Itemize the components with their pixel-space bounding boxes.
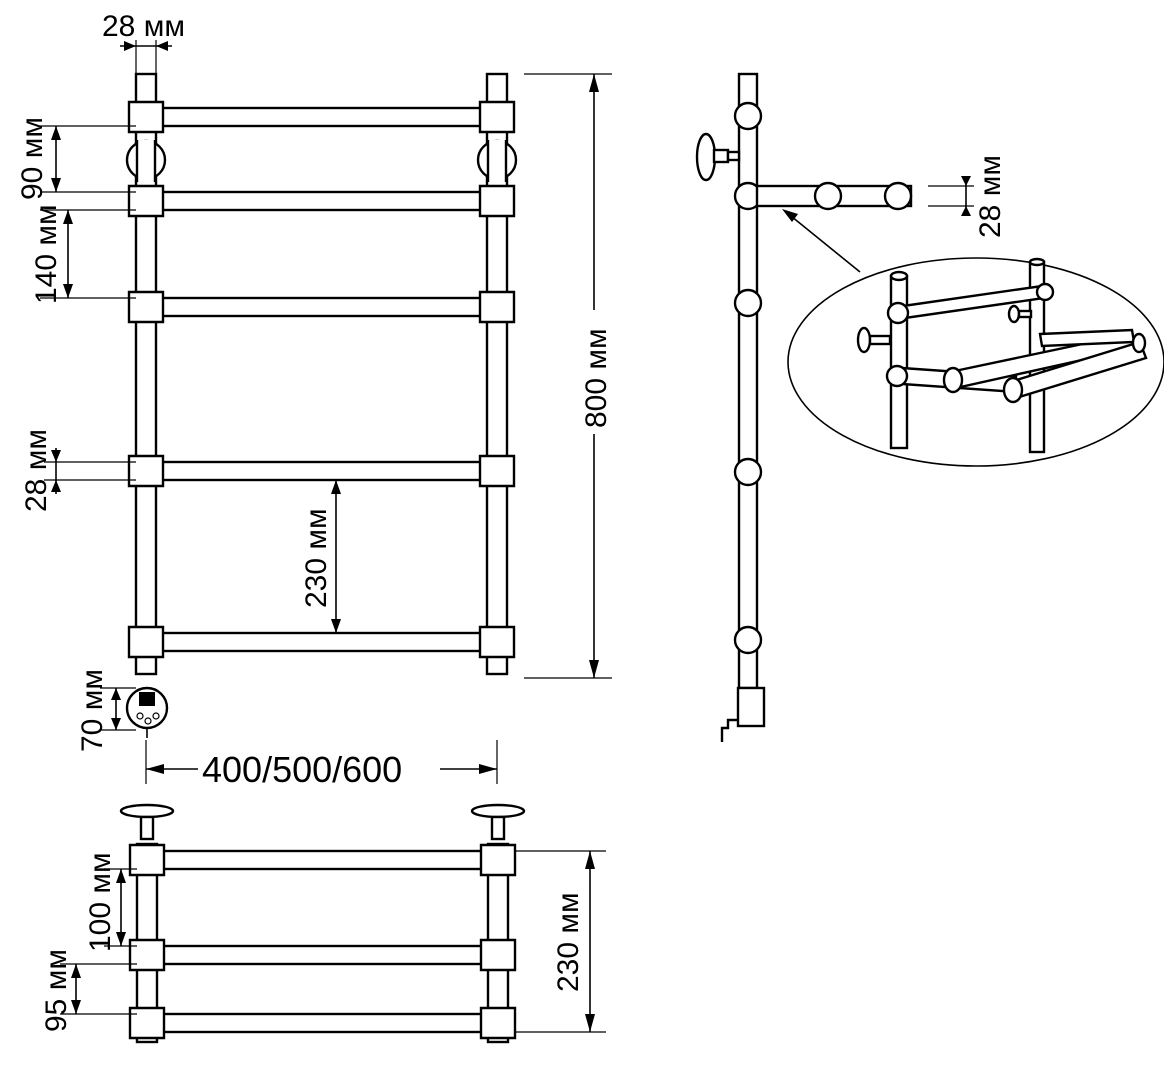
dim-shelf-100: 100 мм [84,852,117,952]
dim-side-pipe-28: 28 мм [974,155,1007,238]
side-wall-mount [695,132,741,182]
left-vertical-pipe [134,72,158,676]
rail-5 [154,631,489,653]
dim-gap-140: 140 мм [30,204,63,304]
dim-width-options: 400/500/600 [202,749,402,790]
right-joints [478,100,516,659]
rail-1 [154,106,489,128]
side-vertical-pipe [737,72,759,690]
dim-height-800: 800 мм [580,328,613,428]
perspective-detail [787,257,1164,467]
front-view: 28 мм 90 мм 140 мм 28 мм 230 мм [16,10,613,790]
dim-shelf-depth-230: 230 мм [552,892,585,992]
dim-gap-90: 90 мм [16,117,49,200]
dim-pipe-width-side: 28 мм [20,429,53,512]
dim-shelf-95: 95 мм [40,949,73,1032]
side-heater [720,686,766,742]
top-view: 100 мм 95 мм 230 мм [40,803,606,1044]
side-view: 28 мм [695,72,1164,742]
rail-4 [154,460,489,482]
rail-2 [154,190,489,212]
rail-3 [154,296,489,318]
dim-pipe-width-top: 28 мм [102,10,185,43]
dim-gap-230: 230 мм [300,508,333,608]
right-vertical-pipe [485,72,509,676]
dim-heater-70: 70 мм [76,669,109,752]
heater-element [125,686,169,738]
left-joints [127,100,165,659]
